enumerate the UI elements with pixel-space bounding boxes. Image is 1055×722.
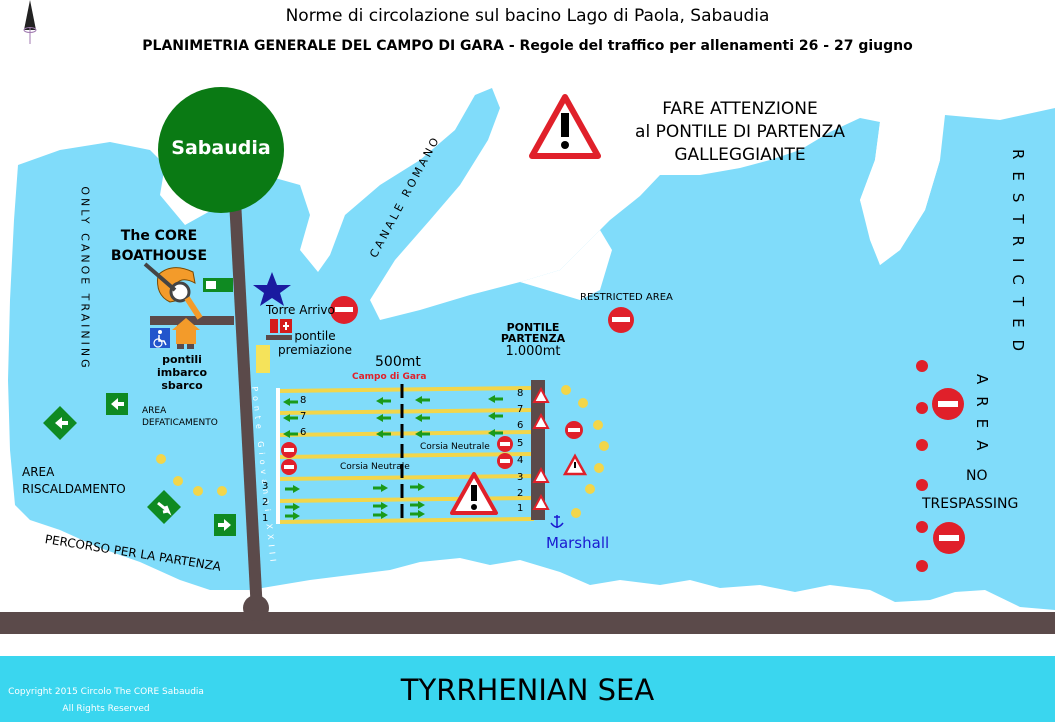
lane-lines	[277, 386, 535, 524]
restricted-vertical-label: RESTRICTED	[1009, 149, 1027, 364]
warning-icons	[450, 94, 601, 515]
lane-number: 8	[517, 388, 524, 399]
pontili-line2: imbarco	[156, 366, 208, 379]
boathouse-line2: BOATHOUSE	[110, 248, 208, 264]
peninsula	[520, 230, 612, 300]
partenza-line1: PONTILE	[506, 321, 560, 334]
finish-line	[276, 388, 280, 524]
bridge-road	[229, 200, 263, 612]
campo-label: Campo di Gara	[352, 372, 427, 382]
marshall-label: Marshall	[546, 534, 610, 552]
pontili-line3: sbarco	[161, 379, 203, 392]
boathouse-road	[150, 316, 234, 325]
town-label: Sabaudia	[171, 137, 271, 159]
defaticamento-line1: AREA	[142, 406, 167, 416]
warning-line3: GALLEGGIANTE	[674, 145, 806, 165]
lane-number: 1	[262, 513, 269, 524]
premiazione-label: pontile premiazione	[272, 329, 358, 357]
restricted-dots	[916, 360, 928, 572]
house-icon	[172, 318, 200, 344]
wheelchair-icon	[150, 328, 170, 348]
map-subtitle: PLANIMETRIA GENERALE DEL CAMPO DI GARA -…	[142, 38, 913, 54]
area-vertical-label: AREA	[973, 374, 991, 463]
pontili-line1: pontili	[162, 353, 202, 366]
lane-number: 3	[262, 481, 269, 492]
premiazione-line2: premiazione	[277, 343, 352, 357]
copyright: Copyright 2015 Circolo The CORE Sabaudia…	[8, 684, 204, 718]
lane-number: 4	[517, 455, 524, 466]
boathouse-line1: The CORE	[120, 228, 198, 244]
warning-line1: FARE ATTENZIONE	[662, 99, 818, 119]
bridge-end	[243, 595, 269, 621]
first-aid-cross	[283, 322, 289, 330]
lane-number: 2	[262, 497, 269, 508]
trespassing-label: TRESPASSING	[922, 496, 1019, 512]
boathouse-label: The CORE BOATHOUSE	[95, 226, 223, 266]
map-title: Norme di circolazione sul bacino Lago di…	[285, 6, 770, 26]
premiazione-dock	[266, 335, 292, 340]
riscaldamento-line2: RISCALDAMENTO	[22, 482, 126, 496]
copyright-line2: All Rights Reserved	[62, 704, 150, 714]
corsia-neutrale-right: Corsia Neutrale	[420, 442, 490, 452]
canoe-sign-inner	[206, 281, 216, 289]
lane-number: 6	[517, 420, 524, 431]
partenza-line3: 1.000mt	[505, 344, 561, 359]
lane-number: 8	[300, 395, 307, 406]
pontile-partenza-label: PONTILE PARTENZA 1.000mt	[488, 322, 578, 359]
defaticamento-line2: DEFATICAMENTO	[142, 418, 218, 428]
area-defaticamento-label: AREA DEFATICAMENTO	[142, 405, 218, 429]
partenza-line2: PARTENZA	[500, 332, 566, 345]
lane-number: 6	[300, 427, 307, 438]
peninsula-right	[860, 115, 940, 265]
lane-number: 5	[517, 438, 524, 449]
direction-sign-icon	[256, 345, 270, 373]
lane-number: 3	[517, 472, 524, 483]
lake-body	[8, 88, 1055, 610]
coastal-road	[0, 612, 1055, 634]
buoys-warmup	[156, 454, 227, 496]
lane-arrows-left	[283, 395, 503, 438]
premiazione-line1: pontile	[294, 329, 336, 343]
copyright-line1: Copyright 2015 Circolo The CORE Sabaudia	[8, 687, 204, 697]
boathouse-icon	[143, 262, 203, 320]
lane-number: 2	[517, 488, 524, 499]
lane-number: 7	[517, 404, 524, 415]
lane-arrows-right	[285, 483, 425, 520]
warning-text: FARE ATTENZIONE al PONTILE DI PARTENZA G…	[600, 98, 880, 167]
sea-label: TYRRHENIAN SEA	[400, 673, 655, 707]
anchor-icon	[550, 515, 564, 528]
restricted-area-label: RESTRICTED AREA	[580, 292, 673, 303]
lane-number: 1	[517, 503, 524, 514]
torre-label: Torre Arrivo	[266, 303, 335, 317]
town-circle	[158, 87, 284, 213]
no-label: NO	[966, 468, 988, 484]
torre-tower	[270, 319, 278, 333]
sea-area	[0, 656, 1055, 722]
buoys-start	[561, 385, 609, 518]
riscaldamento-line1: AREA	[22, 465, 55, 479]
star-icon	[253, 272, 291, 306]
only-canoe-label: ONLY CANOE TRAINING	[78, 186, 92, 371]
warning-line2: al PONTILE DI PARTENZA	[635, 122, 845, 142]
dist-500-label: 500mt	[375, 354, 421, 370]
area-riscaldamento-label: AREA RISCALDAMENTO	[22, 464, 126, 498]
lane-number: 7	[300, 411, 307, 422]
compass-icon	[23, 0, 37, 44]
no-entry-icons	[281, 296, 965, 554]
pontili-label: pontili imbarco sbarco	[150, 353, 214, 392]
corsia-neutrale-left: Corsia Neutrale	[340, 462, 410, 472]
